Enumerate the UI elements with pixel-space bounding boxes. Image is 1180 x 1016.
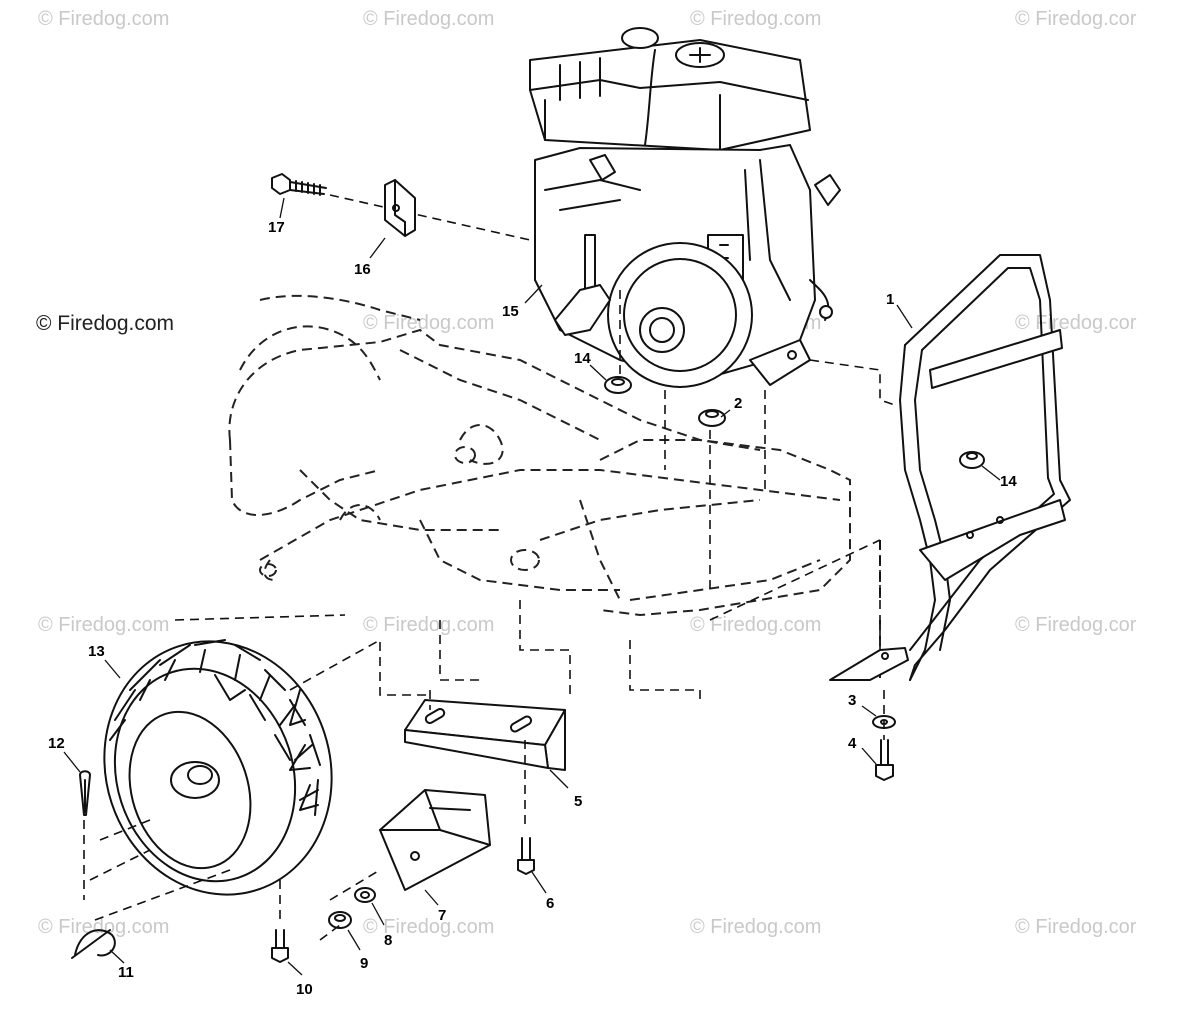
watermark: © Firedog.cor [1015,614,1137,636]
wheel-13 [103,639,333,896]
bolt-17 [271,173,327,196]
nut-2 [698,409,726,427]
lockwasher-8 [354,887,376,903]
watermark: © Firedog.com [363,312,495,334]
watermark: © Firedog.com [690,916,822,938]
engine [529,27,841,388]
weight-7 [379,789,491,891]
watermark: © Firedog.com [363,916,495,938]
callout-10: 10 [296,981,313,998]
leader-lines [63,197,1001,976]
watermark: © Firedog.com [363,614,495,636]
callout-8: 8 [384,932,392,949]
watermark: © Firedog.com [363,8,495,30]
callout-5: 5 [574,793,582,810]
bolt-6 [517,837,535,875]
bracket-16 [384,179,416,237]
watermark: © Firedog.cor [1015,916,1137,938]
watermark: © Firedog.com [38,614,170,636]
callouts: 1 2 3 4 5 6 7 8 9 10 11 12 13 14 14 15 1… [48,219,1017,998]
watermark: © Firedog.com [38,916,170,938]
callout-13: 13 [88,643,105,660]
pin-12 [79,770,91,816]
watermark: © Firedog.com [690,8,822,30]
callout-14a: 14 [574,350,591,367]
mount-bracket-5 [404,699,566,771]
callout-3: 3 [848,692,856,709]
nut-14b [959,451,985,469]
callout-2: 2 [734,395,742,412]
watermark: © Firedog.com [38,8,170,30]
watermark: © Firedog.cor [1015,312,1137,334]
nut-14a [604,376,632,394]
callout-7: 7 [438,907,446,924]
callout-11: 11 [118,964,134,981]
nut-9 [328,911,352,929]
callout-16: 16 [354,261,371,278]
callout-6: 6 [546,895,554,912]
front-guard [829,254,1071,681]
callout-14b: 14 [1000,473,1017,490]
bolt-10 [271,929,289,963]
callout-15: 15 [502,303,519,320]
callout-12: 12 [48,735,65,752]
hairpin-11 [71,929,116,959]
callout-1: 1 [886,291,894,308]
callout-4: 4 [848,735,857,752]
watermark-main: © Firedog.com [36,312,175,335]
callout-9: 9 [360,955,368,972]
watermark: © Firedog.com [690,614,822,636]
watermark: © Firedog.cor [1015,8,1137,30]
callout-17: 17 [268,219,285,236]
bolt-4 [875,739,894,781]
